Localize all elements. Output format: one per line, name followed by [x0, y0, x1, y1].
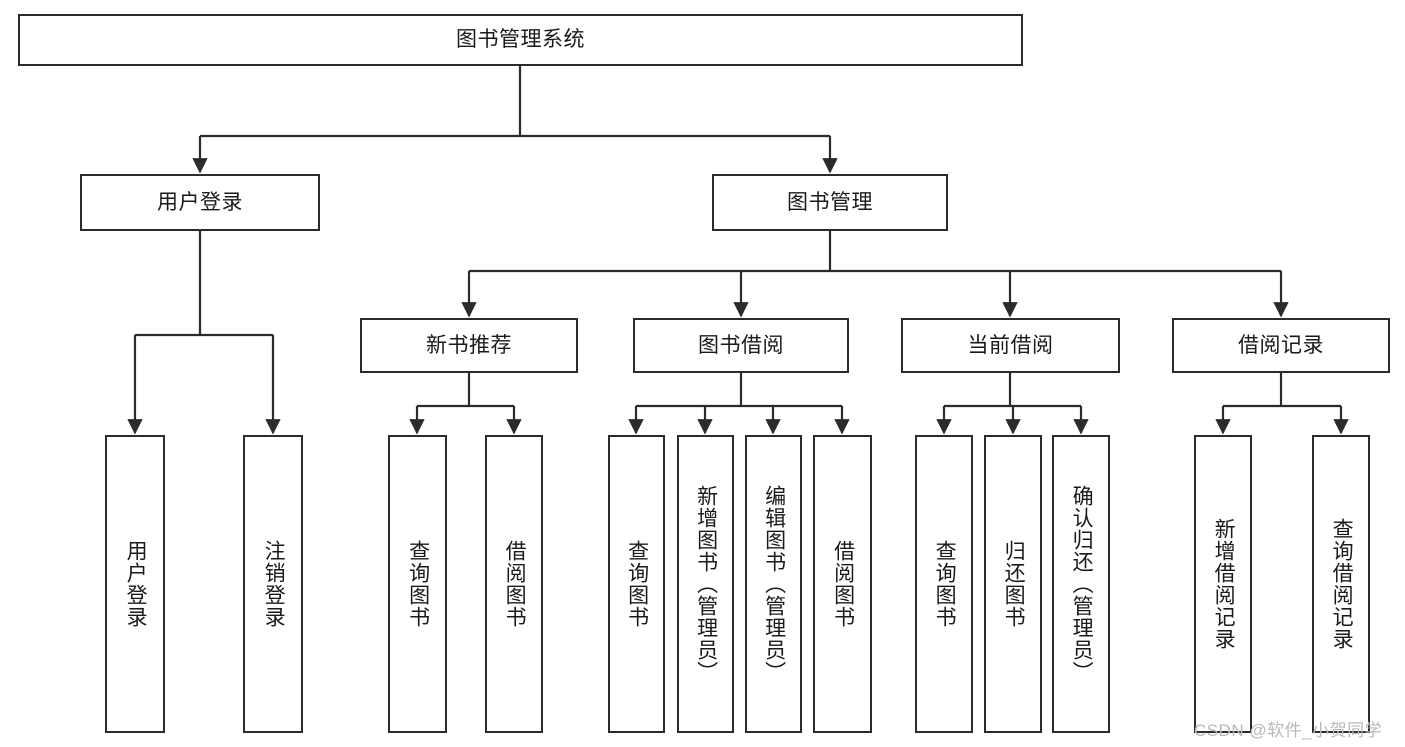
node-label: 图书管理 — [787, 190, 873, 214]
csdn-watermark: CSDN @软件_小贺同学 — [1194, 721, 1383, 740]
node-label: 用户登录 — [124, 540, 148, 628]
node-leaf-user-login[interactable]: 用户登录 — [105, 435, 165, 733]
node-label: 归还图书 — [1002, 540, 1026, 628]
node-leaf-edit-book[interactable]: 编辑图书（管理员） — [745, 435, 802, 733]
node-label: 新增图书（管理员） — [694, 485, 718, 683]
node-leaf-borrow-book-rec[interactable]: 借阅图书 — [485, 435, 543, 733]
node-label: 确认归还（管理员） — [1070, 485, 1094, 683]
node-label: 编辑图书（管理员） — [762, 485, 786, 683]
node-leaf-logout[interactable]: 注销登录 — [243, 435, 303, 733]
node-label: 用户登录 — [157, 190, 243, 214]
node-leaf-return-book[interactable]: 归还图书 — [984, 435, 1042, 733]
node-label: 图书管理系统 — [456, 28, 585, 52]
node-leaf-query-book-c[interactable]: 查询图书 — [915, 435, 973, 733]
node-leaf-borrow-book-b[interactable]: 借阅图书 — [813, 435, 872, 733]
node-leaf-query-book-rec[interactable]: 查询图书 — [388, 435, 447, 733]
node-label: 注销登录 — [262, 540, 286, 628]
node-book-manage[interactable]: 图书管理 — [712, 174, 948, 231]
node-label: 查询图书 — [933, 540, 957, 628]
node-label: 查询图书 — [406, 540, 430, 628]
node-label: 查询借阅记录 — [1330, 518, 1354, 650]
node-leaf-query-book-b[interactable]: 查询图书 — [608, 435, 665, 733]
node-new-book-rec[interactable]: 新书推荐 — [360, 318, 578, 373]
node-label: 借阅图书 — [831, 540, 855, 628]
node-book-borrow[interactable]: 图书借阅 — [633, 318, 849, 373]
node-label: 借阅图书 — [503, 540, 527, 628]
node-label: 借阅记录 — [1238, 333, 1324, 357]
node-label: 当前借阅 — [967, 333, 1054, 357]
node-leaf-query-record[interactable]: 查询借阅记录 — [1312, 435, 1370, 733]
node-leaf-add-record[interactable]: 新增借阅记录 — [1194, 435, 1252, 733]
node-label: 查询图书 — [625, 540, 649, 628]
node-user-login[interactable]: 用户登录 — [80, 174, 320, 231]
node-label: 新增借阅记录 — [1212, 518, 1236, 650]
node-label: 新书推荐 — [426, 333, 512, 357]
node-leaf-confirm-return[interactable]: 确认归还（管理员） — [1052, 435, 1110, 733]
node-current-borrow[interactable]: 当前借阅 — [901, 318, 1120, 373]
node-leaf-add-book[interactable]: 新增图书（管理员） — [677, 435, 734, 733]
node-borrow-record[interactable]: 借阅记录 — [1172, 318, 1390, 373]
node-label: 图书借阅 — [698, 333, 784, 357]
node-root[interactable]: 图书管理系统 — [18, 14, 1023, 66]
